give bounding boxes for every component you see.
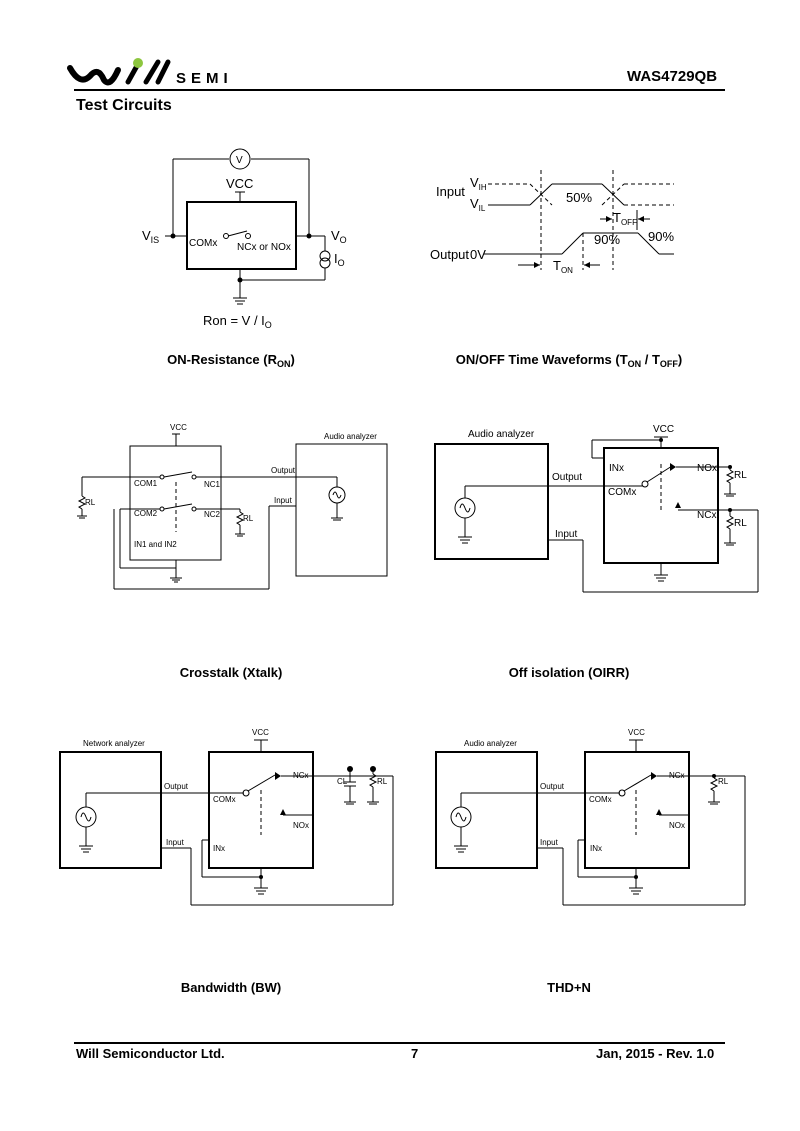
oirr-circuit: Audio analyzer Output VCC INx COMx NOx N… [434, 424, 759, 680]
svg-text:VCC: VCC [628, 728, 645, 737]
company-logo [67, 58, 725, 91]
wf-ninety-b: 90% [648, 229, 674, 244]
wf-fifty: 50% [566, 190, 592, 205]
ron-com: COMx [189, 238, 217, 249]
svg-text:NOx: NOx [669, 821, 685, 830]
footer-page-number: 7 [411, 1046, 419, 1061]
svg-text:NOx: NOx [697, 463, 717, 474]
footer-company: Will Semiconductor Ltd. [76, 1046, 225, 1061]
ron-vis: V [142, 228, 151, 243]
svg-text:VIL: VIL [470, 196, 486, 213]
svg-text:NC1: NC1 [204, 480, 221, 489]
svg-text:VCC: VCC [653, 424, 674, 435]
svg-text:Input: Input [274, 496, 293, 505]
svg-text:RL: RL [718, 777, 729, 786]
svg-text:INx: INx [609, 463, 624, 474]
svg-text:ON/OFF Time Waveforms (TON / T: ON/OFF Time Waveforms (TON / TOFF) [456, 352, 683, 369]
svg-text:IN1 and IN2: IN1 and IN2 [134, 540, 177, 549]
svg-text:Audio analyzer: Audio analyzer [464, 739, 517, 748]
svg-text:VIS: VIS [142, 228, 159, 245]
ron-vcc: VCC [226, 176, 253, 191]
svg-text:Input: Input [166, 838, 185, 847]
svg-text:VCC: VCC [252, 728, 269, 737]
svg-text:RL: RL [243, 514, 254, 523]
svg-text:VIH: VIH [470, 175, 487, 192]
bw-circuit: Network analyzer Output VCC COMx NCx NOx… [59, 728, 394, 995]
thd-circuit: Audio analyzer Output VCC COMx NCx NOx I… [435, 728, 746, 995]
svg-text:COM1: COM1 [134, 479, 158, 488]
svg-text:ON-Resistance (RON): ON-Resistance (RON) [167, 352, 295, 369]
svg-text:NC2: NC2 [204, 510, 221, 519]
svg-text:VO: VO [331, 228, 347, 245]
svg-text:VCC: VCC [170, 423, 187, 432]
svg-text:IO: IO [334, 251, 345, 268]
svg-text:COMx: COMx [213, 795, 236, 804]
ron-nc: NCx or NOx [237, 242, 291, 253]
onoff-waveform: Input VIH VIL 50% TOFF 90% 90% Output 0V [430, 170, 682, 369]
ron-io: I [334, 251, 338, 266]
svg-text:INx: INx [213, 844, 225, 853]
svg-text:Input: Input [540, 838, 559, 847]
svg-text:NCx: NCx [697, 510, 716, 521]
current-source-icon [319, 250, 331, 262]
svg-text:INx: INx [590, 844, 602, 853]
bw-caption: Bandwidth (BW) [181, 980, 281, 995]
ron-formula: Ron = V / I [203, 313, 265, 328]
ron-v: V [236, 155, 243, 166]
svg-text:TOFF: TOFF [613, 210, 637, 227]
svg-text:Input: Input [555, 529, 577, 540]
svg-text:Audio analyzer: Audio analyzer [324, 432, 377, 441]
svg-text:RL: RL [85, 498, 96, 507]
svg-text:NCx: NCx [293, 771, 309, 780]
section-title: Test Circuits [76, 97, 172, 114]
svg-text:NOx: NOx [293, 821, 309, 830]
xtalk-circuit: VCC Audio analyzer COM1 NC1 Output RL CO… [77, 423, 388, 680]
ron-caption: ON-Resistance (R [167, 352, 277, 367]
svg-text:NCx: NCx [669, 771, 685, 780]
svg-text:Network analyzer: Network analyzer [83, 739, 145, 748]
wf-zero: 0V [470, 247, 486, 262]
svg-text:Output: Output [271, 466, 296, 475]
svg-text:RL: RL [377, 777, 388, 786]
svg-text:COMx: COMx [589, 795, 612, 804]
svg-text:Audio analyzer: Audio analyzer [468, 429, 535, 440]
svg-text:COM2: COM2 [134, 509, 158, 518]
oirr-caption: Off isolation (OIRR) [509, 665, 630, 680]
footer-revision: Jan, 2015 - Rev. 1.0 [596, 1046, 715, 1061]
ron-vo: V [331, 228, 340, 243]
ground-icon [233, 297, 247, 305]
ron-circuit: VCC V VIS COMx NCx or NOx VO IO [142, 148, 347, 369]
onoff-caption: ON/OFF Time Waveforms (T [456, 352, 628, 367]
svg-text:TON: TON [553, 258, 573, 275]
voltmeter-icon [229, 148, 251, 170]
thd-caption: THD+N [547, 980, 591, 995]
svg-text:Output: Output [552, 472, 582, 483]
svg-text:Output: Output [164, 782, 189, 791]
svg-text:COMx: COMx [608, 487, 636, 498]
wf-input: Input [436, 184, 465, 199]
svg-text:Ron = V / IO: Ron = V / IO [203, 313, 272, 330]
wf-output: Output [430, 247, 469, 262]
svg-text:RL: RL [734, 518, 747, 529]
wf-ninety-a: 90% [594, 232, 620, 247]
svg-text:CL: CL [337, 777, 348, 786]
xtalk-caption: Crosstalk (Xtalk) [180, 665, 283, 680]
part-number: WAS4729QB [627, 68, 718, 85]
logo-text: SEMI [176, 70, 233, 87]
svg-text:RL: RL [734, 470, 747, 481]
svg-text:Output: Output [540, 782, 565, 791]
